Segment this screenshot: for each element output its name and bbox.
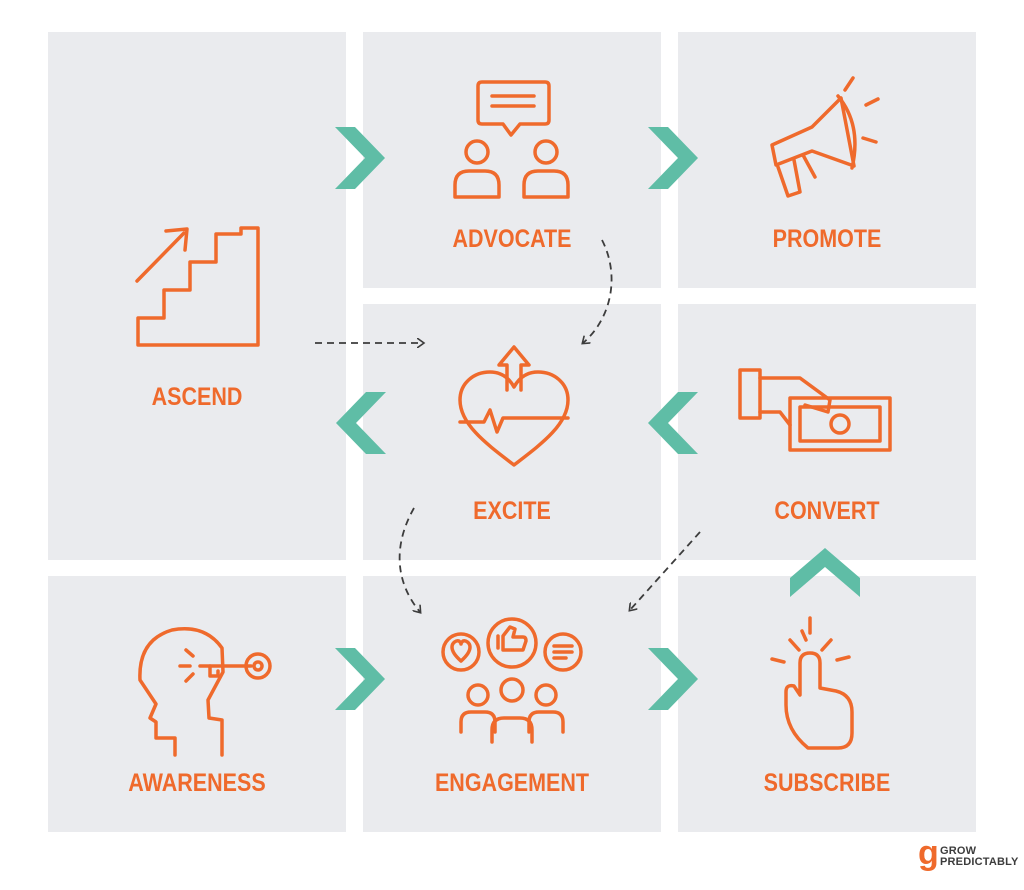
- chevron-right-icon: [648, 648, 698, 710]
- megaphone-icon: [770, 76, 880, 198]
- grow-predictably-logo: g GROW PREDICTABLY: [918, 836, 1019, 882]
- label-ascend: ASCEND: [151, 383, 243, 411]
- dashed-arrow-convert-engagement: [630, 531, 701, 610]
- stairs-icon: [135, 226, 260, 347]
- label-subscribe: SUBSCRIBE: [763, 769, 891, 797]
- logo-text: GROW PREDICTABLY: [940, 845, 1019, 868]
- label-engagement: ENGAGEMENT: [434, 769, 590, 797]
- tile-ascend: [48, 32, 346, 560]
- head-key-icon: [138, 627, 272, 757]
- chevron-right-icon: [335, 648, 385, 710]
- label-awareness: AWARENESS: [128, 769, 266, 797]
- logo-g-mark: g: [918, 834, 939, 872]
- social-group-icon: [441, 617, 583, 744]
- heart-rate-icon: [458, 345, 570, 467]
- chevron-left-icon: [648, 392, 698, 454]
- label-promote: PROMOTE: [772, 225, 882, 253]
- label-convert: CONVERT: [774, 497, 880, 525]
- tile-subscribe: [678, 576, 976, 832]
- label-excite: EXCITE: [473, 497, 551, 525]
- tile-promote: [678, 32, 976, 288]
- tile-advocate: [363, 32, 661, 288]
- chat-people-icon: [453, 80, 570, 199]
- tile-awareness: [48, 576, 346, 832]
- chevron-right-icon: [335, 127, 385, 189]
- label-advocate: ADVOCATE: [452, 225, 572, 253]
- tile-convert: [678, 304, 976, 560]
- chevron-right-icon: [648, 127, 698, 189]
- chevron-left-icon: [336, 392, 386, 454]
- money-hand-icon: [738, 368, 892, 452]
- dashed-arrow-advocate-excite: [583, 239, 613, 343]
- chevron-up-icon: [790, 548, 860, 597]
- finger-tap-icon: [770, 616, 854, 750]
- dashed-arrow-excite-engagement: [398, 507, 420, 612]
